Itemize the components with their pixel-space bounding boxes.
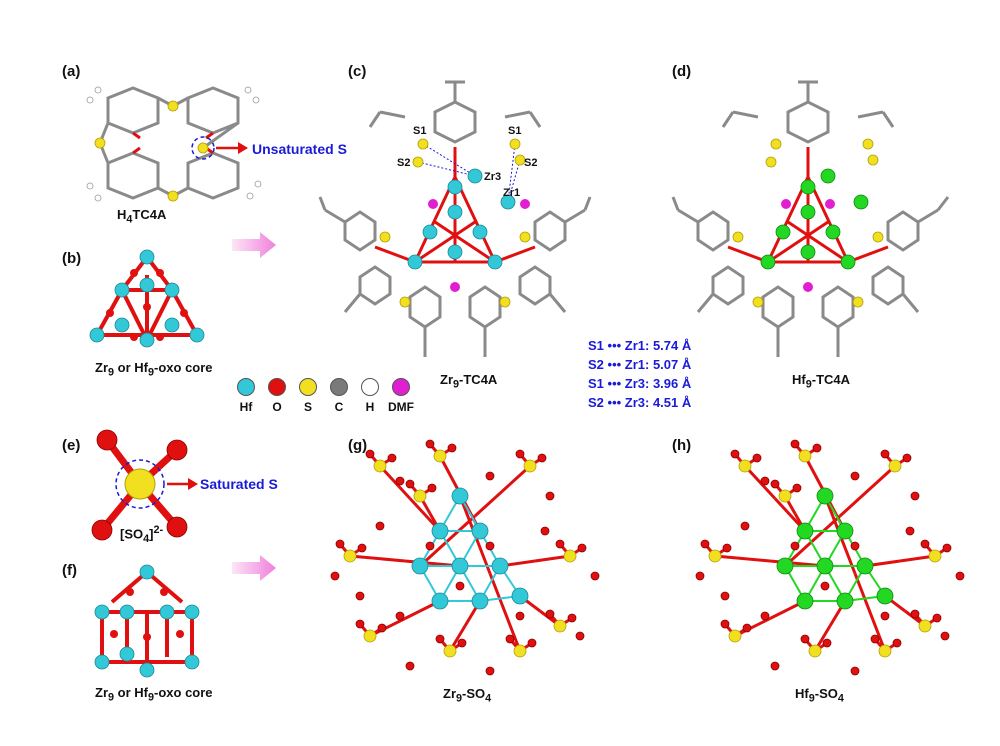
legend-swatch <box>237 378 255 396</box>
legend-item-s: S <box>294 378 322 414</box>
legend-item-o: O <box>263 378 291 414</box>
legend-label: DMF <box>388 400 414 414</box>
zr9-so4-caption: Zr9-SO4 <box>443 686 492 705</box>
legend-label: O <box>272 400 282 414</box>
zr9-oxo-core-f <box>94 564 200 678</box>
atom-legend: Hf O S C H DMF <box>232 378 422 418</box>
panel-label-b: (b) <box>62 250 82 267</box>
panel-label-d: (d) <box>672 63 692 80</box>
zr9-so4-structure <box>330 439 600 676</box>
legend-label: H <box>365 400 375 414</box>
distance-s1-zr1: S1 ••• Zr1: 5.74 Å <box>588 338 692 353</box>
distance-list: S1 ••• Zr1: 5.74 Å S2 ••• Zr1: 5.07 Å S1… <box>588 336 691 412</box>
legend-label: C <box>334 400 344 414</box>
legend-swatch <box>299 378 317 396</box>
h4tc4a-structure <box>86 86 262 202</box>
distance-s2-zr3: S2 ••• Zr3: 4.51 Å <box>588 395 692 410</box>
saturated-s-annotation: Saturated S <box>200 476 278 492</box>
atom-label-s2-right: S2 <box>524 157 537 169</box>
hf9-tc4a-structure <box>671 80 950 357</box>
legend-item-hf: Hf <box>232 378 260 414</box>
sulfate-caption: [SO4]2- <box>120 524 164 545</box>
core-caption-f: Zr9 or Hf9-oxo core <box>95 685 213 704</box>
atom-label-s1-right: S1 <box>508 125 521 137</box>
distance-s2-zr1: S2 ••• Zr1: 5.07 Å <box>588 357 692 372</box>
legend-item-h: H <box>356 378 384 414</box>
panel-label-h: (h) <box>672 437 692 454</box>
legend-swatch <box>392 378 410 396</box>
panel-label-e: (e) <box>62 437 81 454</box>
legend-swatch <box>330 378 348 396</box>
atom-label-s2-left: S2 <box>397 157 410 169</box>
zr9-tc4a-caption: Zr9-TC4A <box>440 372 498 391</box>
distance-s1-zr3: S1 ••• Zr3: 3.96 Å <box>588 376 692 391</box>
unsaturated-s-annotation: Unsaturated S <box>252 141 347 157</box>
legend-label: S <box>303 400 312 414</box>
hf9-so4-structure <box>695 439 965 676</box>
h4tc4a-caption: H4TC4A <box>117 207 167 226</box>
panel-label-f: (f) <box>62 562 77 579</box>
sulfate-structure <box>91 429 198 541</box>
legend-label: Hf <box>239 400 253 414</box>
arrow-icon-top <box>232 232 276 258</box>
atom-label-zr3: Zr3 <box>484 171 501 183</box>
arrow-icon-bottom <box>232 555 276 581</box>
panel-label-c: (c) <box>348 63 367 80</box>
panel-label-a: (a) <box>62 63 81 80</box>
legend-item-c: C <box>325 378 353 414</box>
zr9-tc4a-structure: S1 S1 S2 S2 Zr3 Zr1 <box>318 80 592 357</box>
hf9-so4-caption: Hf9-SO4 <box>795 686 844 705</box>
hf9-tc4a-caption: Hf9-TC4A <box>792 372 851 391</box>
zr9-oxo-core-b <box>89 249 205 348</box>
legend-swatch <box>361 378 379 396</box>
atom-label-s1-left: S1 <box>413 125 426 137</box>
legend-item-dmf: DMF <box>387 378 415 414</box>
core-caption-b: Zr9 or Hf9-oxo core <box>95 360 213 379</box>
panel-label-g: (g) <box>348 437 368 454</box>
legend-swatch <box>268 378 286 396</box>
atom-label-zr1: Zr1 <box>503 187 520 199</box>
